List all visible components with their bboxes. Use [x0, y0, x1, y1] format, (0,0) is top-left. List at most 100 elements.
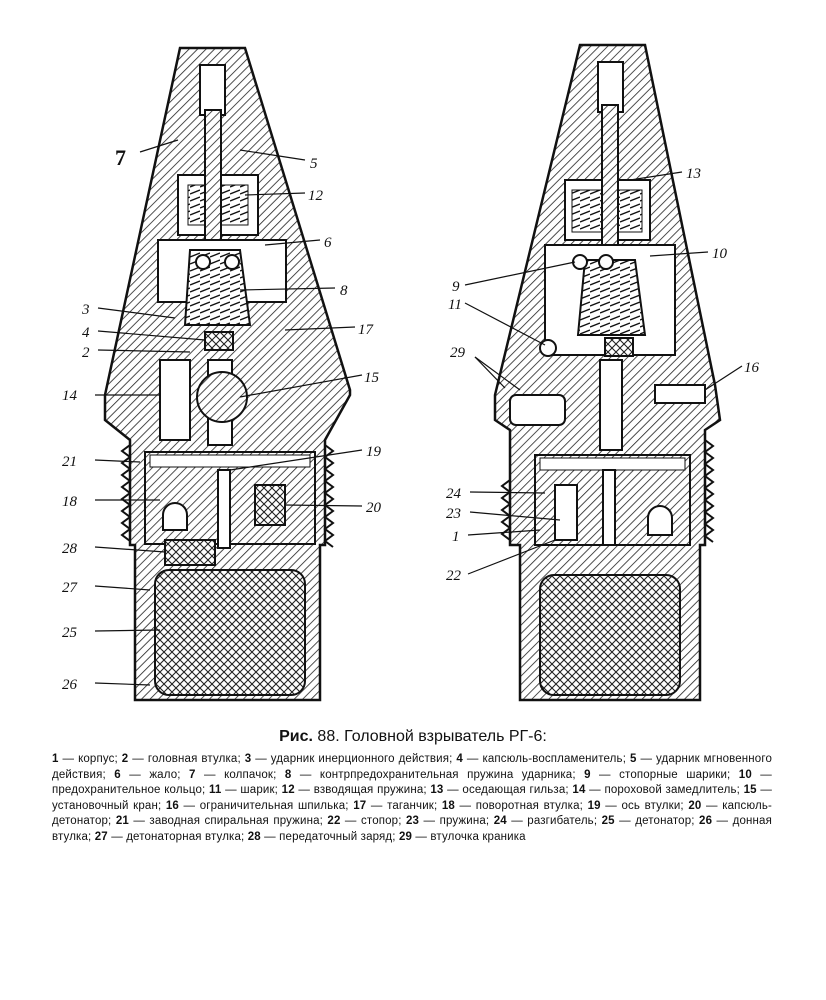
- legend-text: донная втулка: [52, 815, 772, 843]
- legend-text: заводная спиральная пружина: [149, 815, 320, 827]
- striker-5: [204, 109, 222, 241]
- legend-text: втулочка краника: [430, 830, 526, 843]
- legend-number: 4: [456, 753, 463, 765]
- legend-text: корпус: [78, 753, 115, 765]
- cock-bushing-29: [509, 394, 566, 426]
- legend-number: 8: [284, 768, 292, 781]
- callout-19: 19: [366, 444, 382, 460]
- callout-15: 15: [364, 370, 380, 386]
- callout-2: 2: [82, 345, 90, 361]
- callout-25: 25: [62, 625, 78, 641]
- fuse-cross-section-drawing: 7 5 12 6 8 3 4 17 2 15 14 21 19 18 20 28…: [62, 43, 760, 702]
- legend-number: 10: [738, 768, 752, 781]
- callout-9: 9: [452, 279, 460, 295]
- legend-text: стопорные шарики: [619, 768, 728, 781]
- ball-11: [539, 339, 557, 357]
- legend-entry: 17 — таганчик;: [353, 799, 442, 812]
- legend-text: оседающая гильза: [462, 784, 566, 796]
- legend-number: 22: [327, 815, 341, 827]
- legend-entry: 3 — ударник инерционного действия;: [244, 753, 457, 765]
- axle: [602, 469, 616, 546]
- callout-28: 28: [62, 541, 78, 557]
- callout-4: 4: [82, 325, 90, 341]
- legend-number: 7: [189, 768, 196, 781]
- legend-text: установочный кран: [52, 799, 158, 812]
- legend-number: 28: [247, 830, 261, 843]
- callout-18: 18: [62, 494, 78, 510]
- legend-entry: 29 — втулочка краника: [398, 830, 526, 843]
- legend-number: 5: [629, 753, 637, 765]
- legend-number: 3: [244, 753, 252, 765]
- legend-text: разгибатель: [527, 815, 594, 827]
- legend-text: детонаторная втулка: [126, 830, 242, 843]
- fuse-left-view: [103, 46, 352, 702]
- legend-entry: 25 — детонатор;: [601, 815, 700, 827]
- legend-text: предохранительное кольцо: [52, 784, 203, 796]
- legend-entry: 2 — головная втулка;: [121, 753, 245, 765]
- legend-text: взводящая пружина: [313, 784, 424, 796]
- callout-24: 24: [446, 486, 462, 502]
- legend-number: 29: [398, 830, 413, 843]
- legend-entry: 7 — колпачок;: [189, 768, 285, 781]
- detonator-25: [154, 569, 306, 696]
- legend-text: головная втулка: [147, 753, 238, 765]
- legend-number: 16: [165, 799, 179, 812]
- legend-entry: 9 — стопорные шарики;: [584, 768, 739, 781]
- callouts-left: 7 5 12 6 8 3 4 17 2 15 14 21 19 18 20 28…: [62, 145, 382, 693]
- legend-entry: 5 — ударник мгновенного действия;: [52, 753, 772, 781]
- ball-9: [572, 254, 588, 270]
- legend-entry: 12 — взводящая пружина;: [281, 784, 431, 796]
- callout-27: 27: [62, 580, 79, 596]
- callout-13: 13: [686, 166, 701, 182]
- primer: [604, 337, 634, 357]
- legend-entry: 28 — передаточный заряд;: [247, 830, 399, 843]
- legend-entry: 22 — стопор;: [327, 815, 406, 827]
- legend-entry: 14 — пороховой замедлитель;: [572, 784, 744, 796]
- legend-text: пружина: [439, 815, 486, 827]
- leader-lines: [94, 139, 743, 686]
- stopper-22: [554, 484, 578, 541]
- legend-number: 12: [281, 784, 295, 796]
- callout-26: 26: [62, 677, 78, 693]
- legend-number: 26: [699, 815, 713, 827]
- caption-prefix: Рис.: [279, 728, 313, 745]
- detonator: [539, 574, 681, 696]
- legend-number: 21: [115, 815, 129, 827]
- legend-number: 13: [430, 784, 444, 796]
- caption-title: 88. Головной взрыватель РГ-6:: [312, 728, 547, 745]
- legend-number: 14: [572, 784, 586, 796]
- legend-entry: 23 — пружина;: [406, 815, 494, 827]
- cap-cavity: [597, 61, 624, 113]
- legend-entry: 6 — жало;: [114, 768, 190, 781]
- legend-entry: 10 — предохранительное кольцо;: [52, 768, 772, 797]
- inertia-striker: [183, 249, 252, 326]
- legend-entry: 11 — шарик;: [209, 784, 282, 796]
- legend-text: жало: [149, 768, 178, 781]
- legend-text: поворотная втулка: [475, 799, 580, 812]
- callouts-right: 13 10 9 11 29 16 24 23 1 22: [446, 166, 760, 584]
- callout-3: 3: [81, 302, 90, 318]
- legend-text: капсюль-воспламенитель: [482, 753, 623, 765]
- legend-number: 20: [688, 799, 702, 812]
- legend-number: 17: [353, 799, 367, 812]
- thread-right: [323, 444, 335, 548]
- callout-14: 14: [62, 388, 78, 404]
- legend-number: 19: [587, 799, 601, 812]
- legend-number: 11: [209, 784, 222, 796]
- legend-number: 6: [114, 768, 121, 781]
- legend-text: шарик: [240, 784, 275, 796]
- legend-number: 23: [406, 815, 420, 827]
- legend-text: пороховой замедлитель: [604, 784, 737, 796]
- legend-number: 24: [493, 815, 507, 827]
- ball-9: [598, 254, 614, 270]
- channel: [599, 359, 623, 451]
- axle-19: [217, 469, 231, 549]
- figure-caption: Рис. 88. Головной взрыватель РГ-6:: [0, 728, 826, 746]
- rotor-top: [539, 457, 686, 471]
- callout-29: 29: [450, 345, 466, 361]
- thread-left: [500, 479, 512, 541]
- callout-22: 22: [446, 568, 462, 584]
- legend-text: передаточный заряд: [279, 830, 393, 843]
- legend-text: ударник мгновенного действия: [52, 753, 772, 781]
- inertia-striker: [576, 259, 647, 336]
